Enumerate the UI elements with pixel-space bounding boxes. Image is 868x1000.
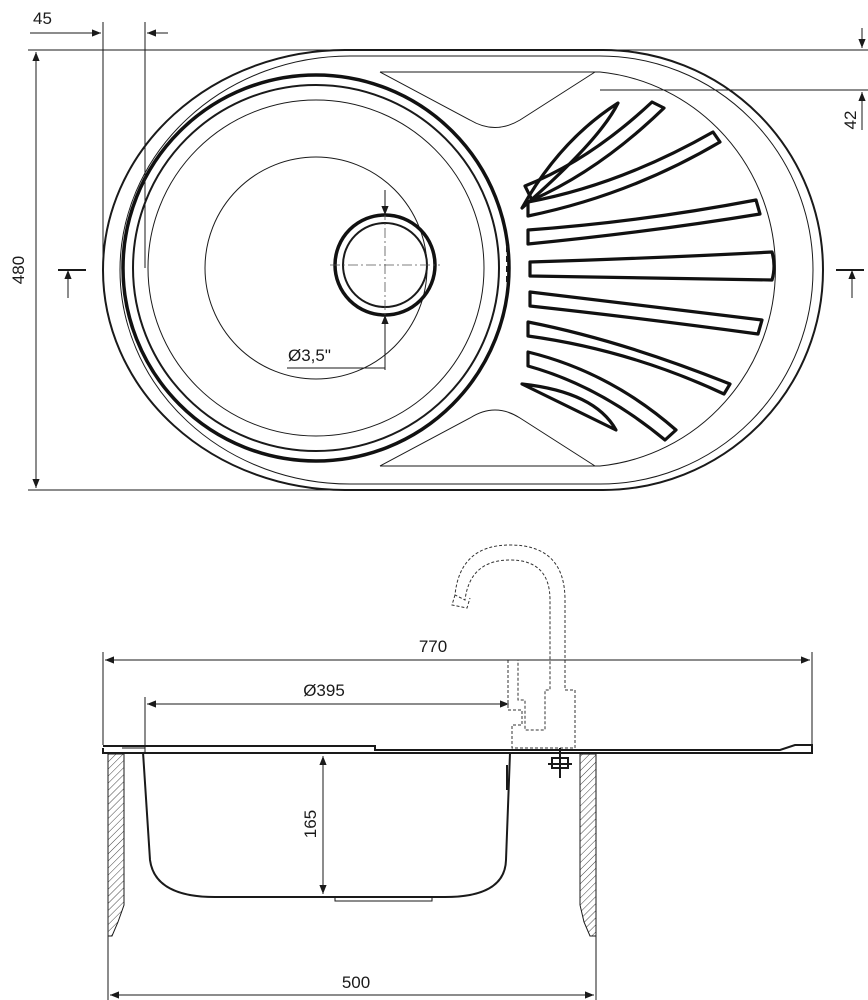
bowl-rim-outer [121, 73, 511, 463]
bowl-rim-mid [132, 84, 500, 452]
overall-height-label: 480 [9, 256, 28, 284]
faucet [454, 544, 576, 749]
side-view: 770 Ø395 165 500 [102, 544, 813, 1000]
cabinet-wall-left [107, 753, 125, 937]
bowl-depth-label: 165 [301, 810, 320, 838]
drainer-notch-bottom [379, 409, 596, 467]
drainer-board [380, 71, 776, 467]
sink-inner-rim [119, 55, 814, 485]
sink-plate [102, 744, 813, 754]
section-mark-right [836, 269, 864, 298]
faucet-fixing [548, 748, 572, 778]
top-view: Ø3,5" 480 45 42 [9, 9, 868, 491]
bowl-diameter-label: Ø395 [303, 681, 345, 700]
drainer-ribs [520, 100, 776, 442]
section-mark-left [58, 269, 86, 298]
cabinet-width-label: 500 [342, 973, 370, 992]
bowl-rim-inner [147, 99, 485, 437]
cabinet-wall-right [579, 753, 597, 937]
overall-length-label: 770 [419, 637, 447, 656]
waste-diameter-label: Ø3,5" [288, 346, 331, 365]
rim-offset-label: 45 [33, 9, 52, 28]
drainer-offset-label: 42 [841, 111, 860, 130]
drainer-notch-top [379, 71, 596, 128]
bowl-profile [142, 751, 511, 898]
